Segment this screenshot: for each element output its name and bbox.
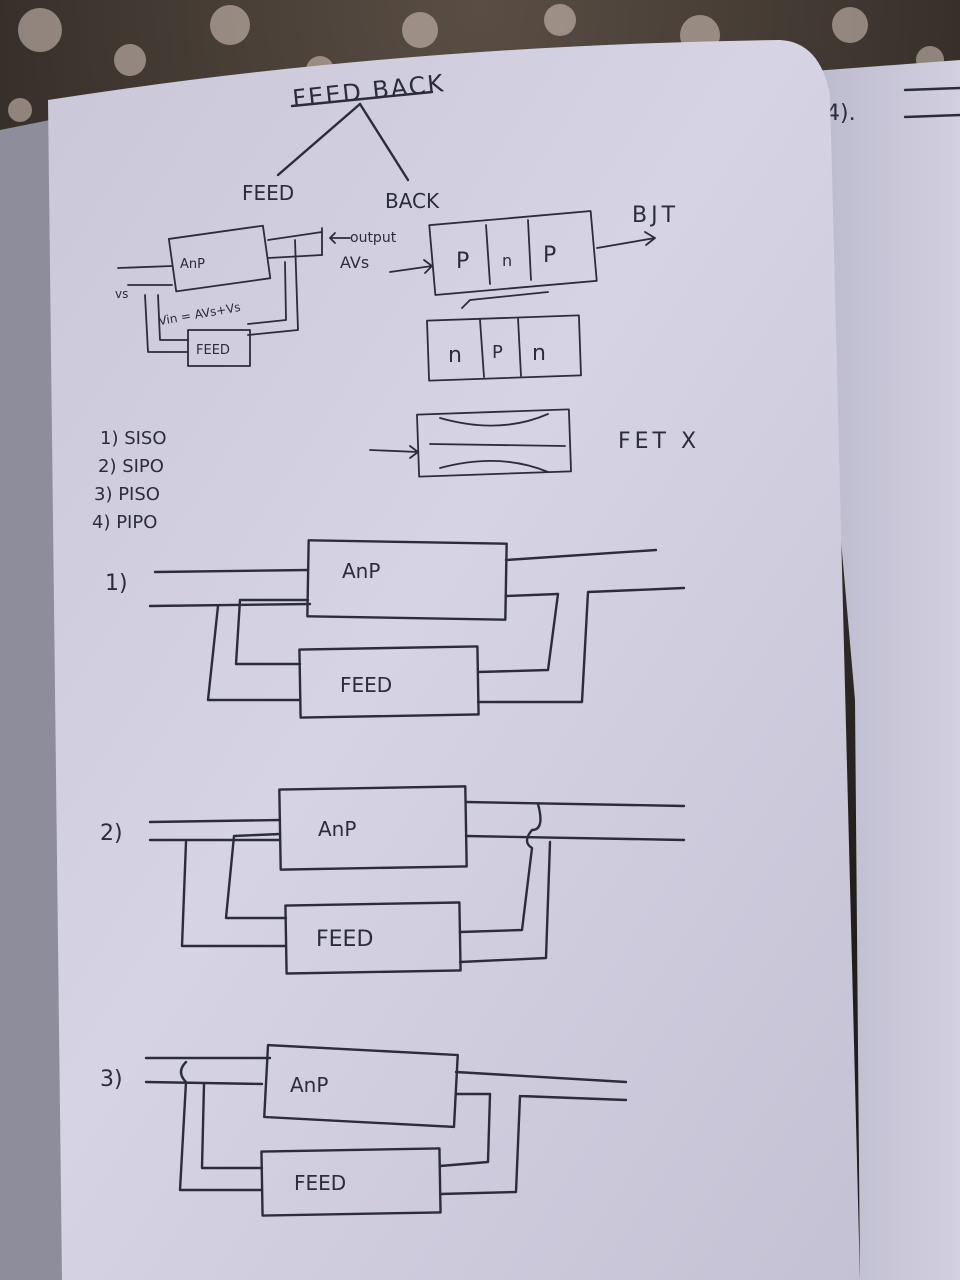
feedback-type-list: 1) SISO 2) SIPO 3) PISO 4) PIPO [92, 428, 167, 533]
top-avs-label: AVs [340, 253, 369, 272]
fet-box [416, 408, 572, 478]
type-item-2: 2) SIPO [98, 456, 164, 477]
circuit-2-number: 2) [100, 821, 123, 846]
circuit-3: 3) AnP FEED [100, 1043, 628, 1217]
circuit-1-feed-box [298, 645, 480, 719]
pnp-region-2: n [502, 251, 512, 270]
circuit-2-amp-box [278, 785, 468, 871]
top-amp-label: AnP [180, 257, 205, 272]
circuit-1-number: 1) [105, 571, 128, 596]
npn-region-1: n [448, 343, 462, 368]
npn-region-3: n [532, 341, 546, 366]
circuit-3-number: 3) [100, 1067, 123, 1092]
branch-back: BACK [385, 189, 440, 213]
circuit-2-feed-label: FEED [316, 927, 373, 952]
circuit-2: 2) AnP FEED [100, 785, 686, 975]
top-amp-box [167, 224, 272, 293]
type-item-3: 3) PISO [94, 484, 160, 505]
circuit-1-amp-label: AnP [342, 559, 380, 583]
right-page-note: 4). [826, 101, 856, 126]
top-output-label: output [350, 230, 397, 246]
type-item-4: 4) PIPO [92, 512, 157, 533]
npn-box [426, 314, 582, 382]
top-feed-label: FEED [196, 343, 230, 358]
npn-region-2: P [492, 342, 503, 363]
circuit-1-amp-box [306, 539, 508, 621]
output-arrow [329, 232, 351, 244]
bjt-sketch: P n P BJT n P n [389, 203, 679, 382]
top-vs-label: vs [115, 287, 128, 301]
tree-branch-right [358, 102, 410, 182]
circuit-3-feed-box [260, 1147, 442, 1217]
circuit-2-amp-label: AnP [318, 817, 356, 841]
bjt-label: BJT [632, 203, 679, 228]
fet-label: FET X [618, 429, 700, 454]
right-page-line-2 [903, 113, 960, 119]
pnp-box [428, 210, 598, 296]
pnp-region-3: P [543, 243, 556, 268]
fet-sketch: FET X [369, 408, 700, 478]
circuit-1: 1) AnP FEED [105, 539, 686, 719]
right-page-line-1 [903, 86, 960, 92]
type-item-1: 1) SISO [100, 428, 167, 449]
pnp-region-1: P [456, 249, 469, 274]
branch-feed: FEED [242, 181, 294, 205]
circuit-3-amp-box [263, 1043, 459, 1129]
title-underline [290, 90, 434, 108]
main-page [48, 40, 860, 1280]
circuit-3-amp-label: AnP [290, 1073, 328, 1097]
top-feed-box [187, 329, 251, 367]
circuit-1-feed-label: FEED [340, 673, 392, 697]
circuit-3-feed-label: FEED [294, 1171, 346, 1195]
tree-branch-left [276, 102, 362, 177]
circuit-2-feed-box [284, 901, 462, 975]
right-page [800, 60, 960, 1280]
bjt-out-arrow [596, 231, 656, 249]
